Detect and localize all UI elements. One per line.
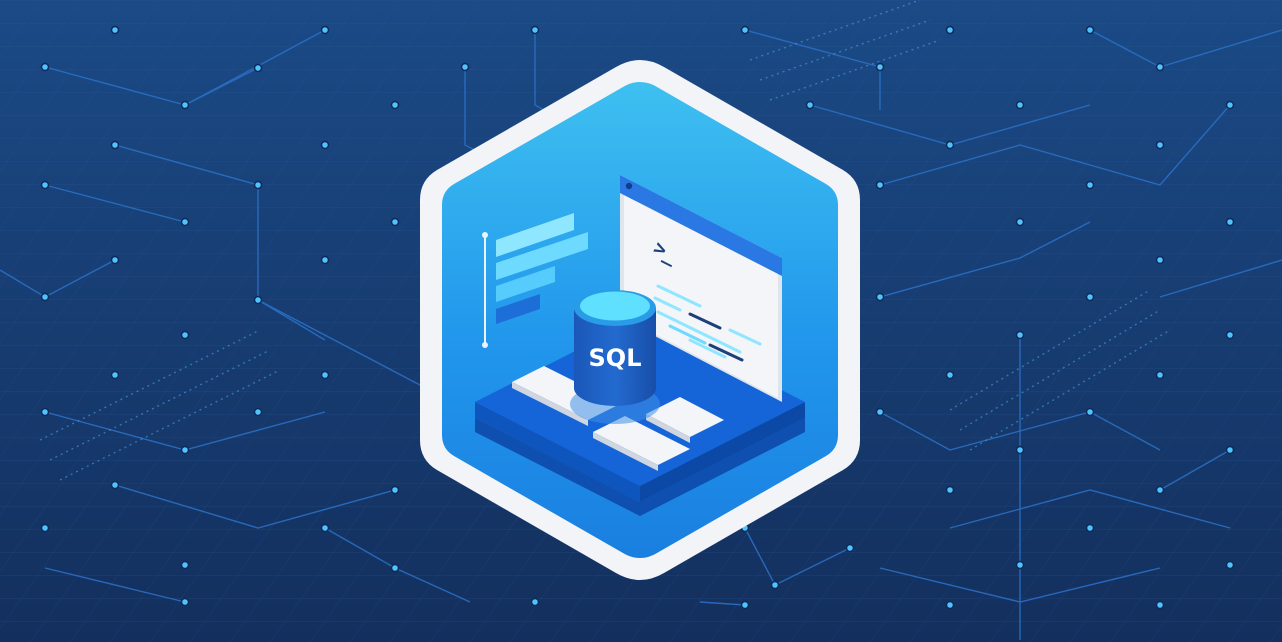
terminal-window-icon: >_ [620, 175, 782, 402]
form-panel-icon [482, 213, 588, 348]
dotted-hatch [39, 0, 1171, 481]
sql-database-icon: SQL [570, 290, 660, 424]
window-header [620, 175, 782, 276]
database-label: SQL [589, 344, 642, 372]
